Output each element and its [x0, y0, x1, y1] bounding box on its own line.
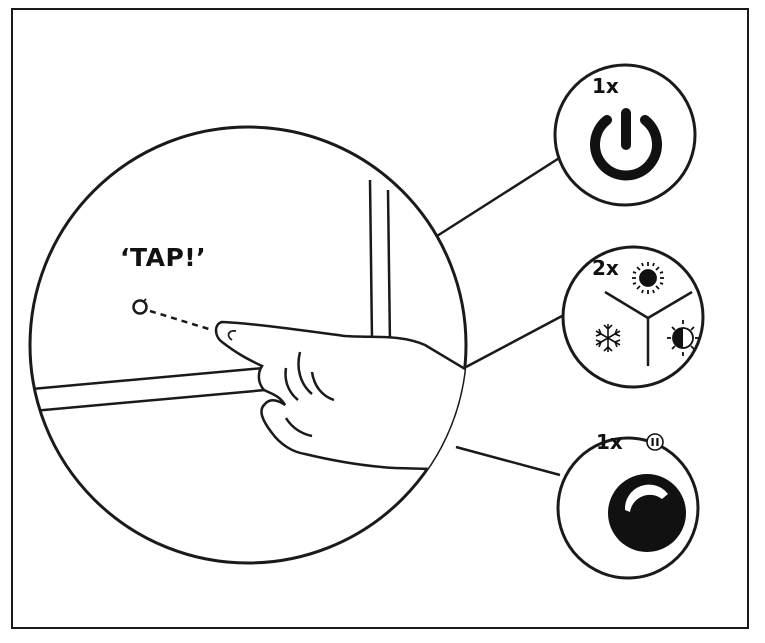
magnified-detail: [28, 125, 468, 565]
tap-count-modes: 2x: [592, 256, 619, 280]
tap-count-power: 1x: [592, 74, 619, 98]
snowflake-icon: [595, 324, 621, 352]
tap-count-dimmer: 1x: [596, 430, 623, 454]
half-sun-icon: [667, 320, 699, 356]
power-icon: [590, 108, 662, 181]
hand-icon: [214, 320, 466, 472]
connector-line-top: [425, 153, 565, 245]
connector-line-middle: [465, 314, 563, 369]
step-circle-dimmer: [556, 433, 700, 580]
mode-divider: [604, 290, 693, 366]
step-circle-power: [553, 63, 697, 207]
pause-icon: [646, 433, 664, 451]
connector-lines: [425, 153, 565, 477]
sun-icon: [632, 262, 664, 294]
tap-label: ‘TAP!’: [120, 243, 207, 272]
cabinet-edge: [368, 179, 374, 341]
dimmer-icon: [608, 474, 686, 552]
connector-line-bottom: [455, 445, 561, 477]
touch-sensor-icon: [132, 299, 148, 315]
step-circle-modes: [561, 245, 705, 389]
